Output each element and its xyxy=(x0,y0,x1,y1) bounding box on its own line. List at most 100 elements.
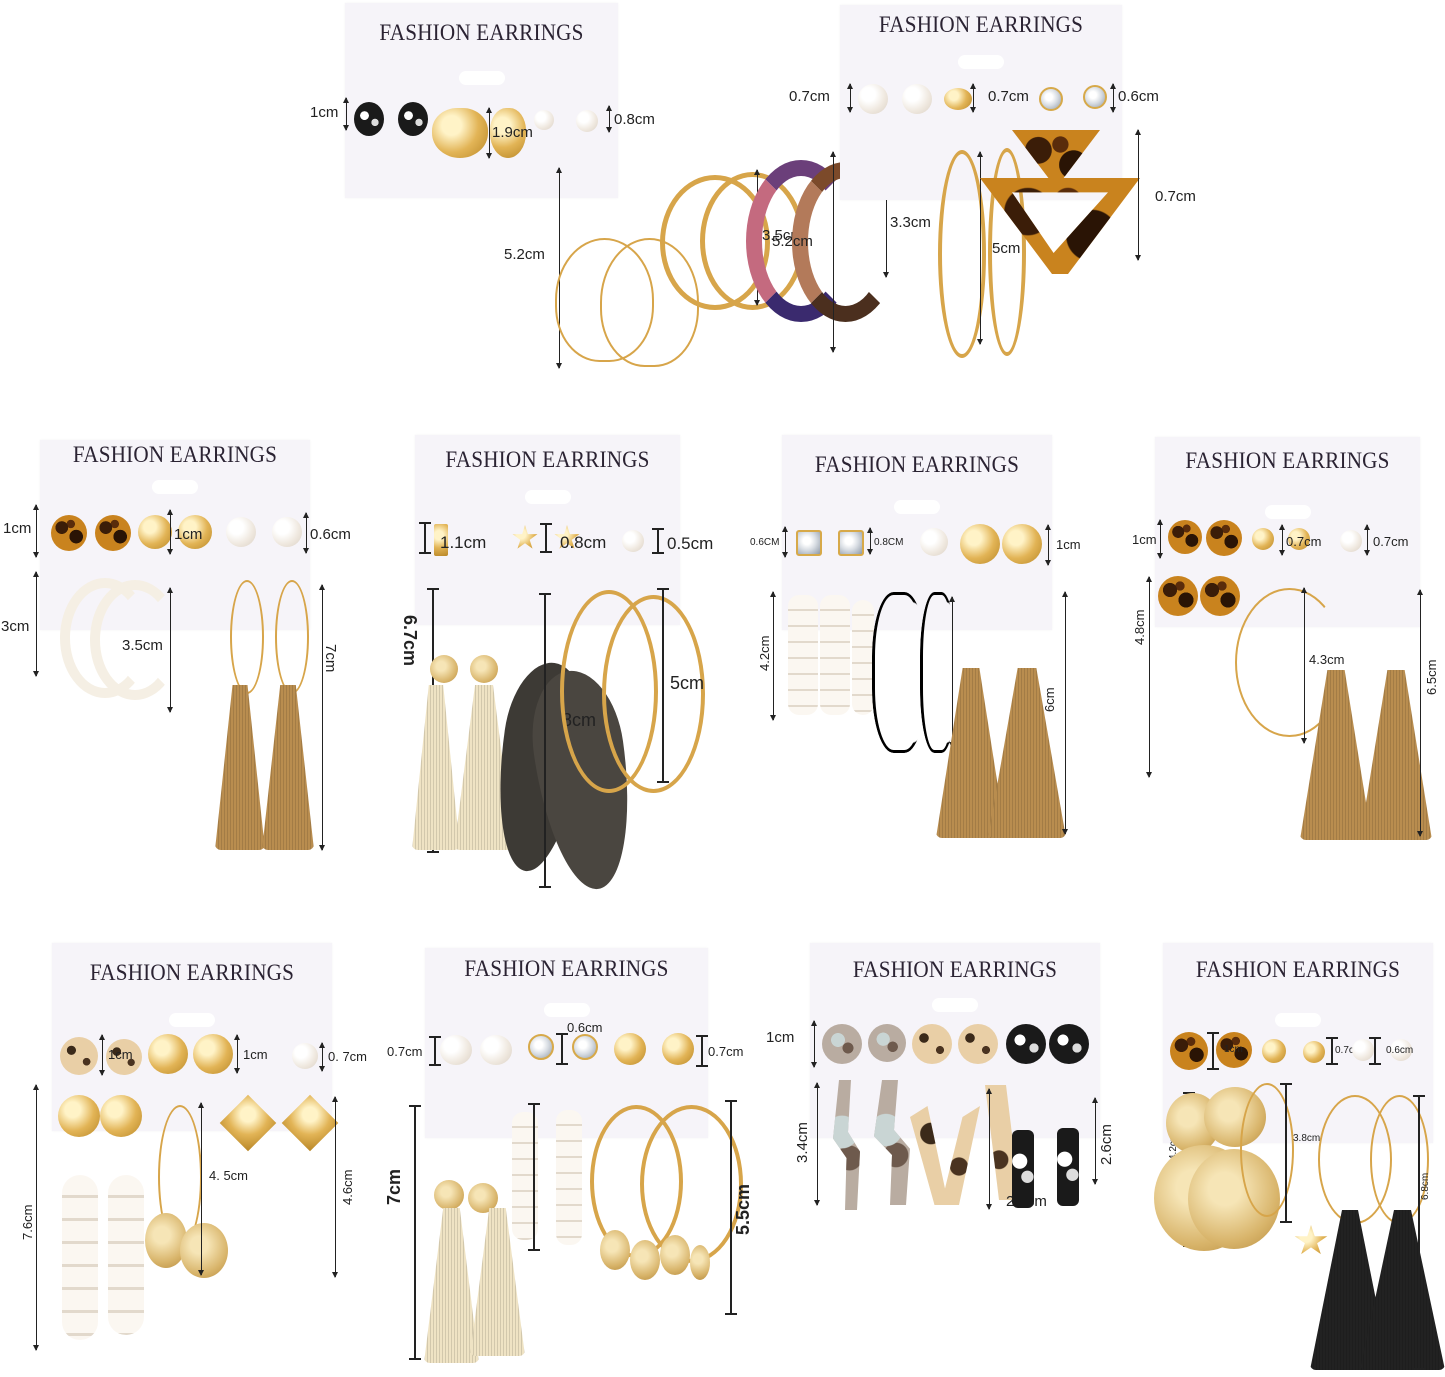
earring-set-card-5: FASHION EARRINGS 0.6CM 0.8CM 1cm 4.2cm 4… xyxy=(740,430,1090,850)
pearl-hoop-earring xyxy=(90,580,180,700)
dimension-line xyxy=(1045,524,1051,566)
measurement-label: 3.3cm xyxy=(890,214,931,231)
pearl-stud-earring xyxy=(858,84,888,114)
measurement-label: 0.5cm xyxy=(667,534,714,553)
heart-stud-earring xyxy=(432,108,488,158)
pearl-hoop-earring xyxy=(556,1110,582,1245)
tortoise-c-hoop-earring xyxy=(186,583,222,707)
sequin-charm xyxy=(600,1230,630,1270)
dimension-line xyxy=(1062,591,1068,835)
sequin-charm xyxy=(690,1245,710,1280)
dimension-bar xyxy=(696,1035,708,1067)
pearl-stud-earring xyxy=(440,1035,472,1065)
dimension-line xyxy=(33,571,39,677)
earring-set-card-6: FASHION EARRINGS 1cm 0.7cm 0.7cm 4.8cm 4… xyxy=(1100,430,1445,850)
measurement-label: 0.8cm xyxy=(560,533,607,552)
leopard-stud-earring xyxy=(912,1024,952,1064)
measurement-label: 5.2cm xyxy=(504,246,545,263)
crystal-stud-earring xyxy=(796,530,822,556)
gold-disc xyxy=(430,655,458,683)
measurement-label: 0.6cm xyxy=(310,526,351,543)
card-title: FASHION EARRINGS xyxy=(464,956,669,981)
measurement-label: 7cm xyxy=(384,1168,404,1205)
measurement-label: 1cm xyxy=(1132,532,1157,547)
dimension-bar xyxy=(540,523,552,553)
gold-hoop-earring xyxy=(275,580,309,694)
coin-charm xyxy=(180,1223,228,1278)
measurement-label: 1cm xyxy=(766,1029,795,1046)
measurement-label: 4.6cm xyxy=(340,1169,355,1205)
tassel-earring xyxy=(424,1208,479,1363)
measurement-label: 6.8cm xyxy=(1420,1172,1431,1200)
measurement-label: 5.5cm xyxy=(733,1183,753,1235)
crystal-stud-earring xyxy=(572,1034,598,1060)
card-title: FASHION EARRINGS xyxy=(878,12,1084,37)
pearl-strand-earring xyxy=(62,1175,98,1340)
dimension-line xyxy=(303,512,309,554)
measurement-label: 3cm xyxy=(1,618,30,635)
measurement-label: 1cm xyxy=(174,526,203,543)
crystal-stud-earring xyxy=(1039,87,1063,111)
dimension-line xyxy=(343,97,349,131)
crystal-stud-earring xyxy=(1083,85,1107,109)
star-charm xyxy=(1294,1225,1328,1255)
black-white-stud-earring xyxy=(1006,1024,1046,1064)
earring-set-card-3: FASHION EARRINGS 1cm 1cm 0.6cm 3cm 3.5cm… xyxy=(0,430,400,860)
gold-ball-stud-earring xyxy=(1252,528,1274,550)
gold-ball-stud-earring xyxy=(1288,528,1310,550)
black-white-drop-earring xyxy=(1057,1128,1079,1206)
gold-hoop-earring xyxy=(1370,1095,1429,1224)
dimension-line xyxy=(949,596,955,748)
earring-set-card-9: FASHION EARRINGS 1cm 3.4cm 2.7cm 2.6cm xyxy=(760,935,1130,1235)
pearl-stud-earring xyxy=(534,110,554,130)
dimension-bar xyxy=(429,1036,441,1066)
measurement-label: 0.7cm xyxy=(1335,1045,1363,1056)
tortoise-hoop-earring xyxy=(872,592,926,753)
pearl-stud-earring xyxy=(292,1043,318,1069)
dimension-line xyxy=(1146,576,1152,778)
pearl-stud-earring xyxy=(1390,1039,1412,1061)
tortoise-disc-top xyxy=(1158,576,1198,616)
dimension-line xyxy=(198,1102,204,1276)
card-title: FASHION EARRINGS xyxy=(814,452,1020,477)
crystal-stud-earring xyxy=(528,1034,554,1060)
sequin-charm xyxy=(660,1235,690,1275)
coin-drop-top xyxy=(100,1095,142,1137)
dimension-line xyxy=(1135,129,1141,261)
dimension-line xyxy=(847,83,853,113)
pearl-stud-earring xyxy=(226,517,256,547)
measurement-label: 5cm xyxy=(992,240,1021,257)
dimension-line xyxy=(167,587,173,713)
measurement-label: 3.5cm xyxy=(122,637,163,654)
dimension-line xyxy=(1301,587,1307,744)
dimension-bar xyxy=(725,1100,737,1315)
pearl-stud-earring xyxy=(1340,530,1362,552)
tortoise-stud-earring xyxy=(60,1037,98,1075)
dimension-bar xyxy=(419,522,431,554)
dimension-line xyxy=(811,1020,817,1068)
measurement-label: 0.7cm xyxy=(387,1044,423,1059)
measurement-label: 1cm xyxy=(1056,537,1081,552)
dimension-line xyxy=(1364,524,1370,556)
measurement-label: 0.7cm xyxy=(1155,188,1196,205)
measurement-label: 0.8CM xyxy=(874,537,904,548)
dimension-bar xyxy=(528,1103,540,1251)
gold-ball-stud-earring xyxy=(178,515,212,549)
dimension-bar xyxy=(409,1105,421,1360)
dimension-bar xyxy=(1280,1083,1292,1223)
dimension-line xyxy=(970,83,976,113)
dimension-bar xyxy=(652,528,664,554)
heart-stud-earring xyxy=(944,88,972,110)
measurement-label: 3.4cm xyxy=(794,1122,811,1163)
cross-stud-earring xyxy=(434,524,448,556)
dimension-line xyxy=(770,591,776,721)
tortoise-stud-earring xyxy=(1216,1032,1252,1068)
tortoise-stud-earring xyxy=(1206,520,1242,556)
measurement-label: 7cm xyxy=(322,644,339,673)
earring-set-card-2: FASHION EARRINGS 0.7cm 0.7cm 0.6cm 5.2cm… xyxy=(772,0,1230,380)
dimension-line xyxy=(33,1084,39,1351)
gold-ball-stud-earring xyxy=(1262,1039,1286,1063)
measurement-label: 7.6cm xyxy=(20,1204,35,1240)
marble-stud-earring xyxy=(868,1024,906,1062)
dimension-bar xyxy=(556,1033,568,1065)
